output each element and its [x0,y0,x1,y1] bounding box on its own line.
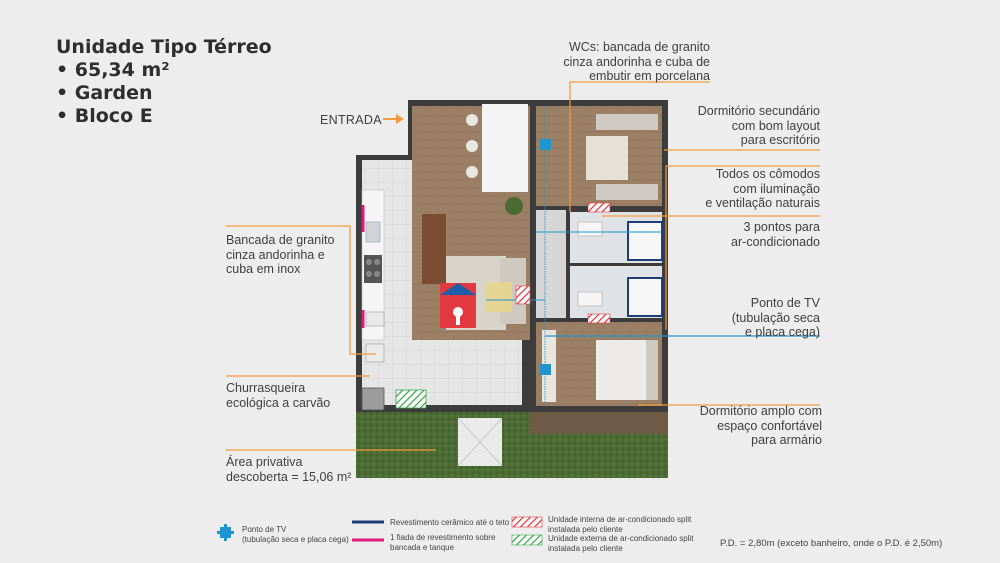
brand-logo-mark [440,283,476,328]
dining-bench [422,214,446,284]
legend-ac-internal-text: Unidade interna de ar-condicionado split… [548,515,692,534]
service-floor [362,340,522,405]
callout-dormitorio-secundario: Dormitório secundário com bom layout par… [697,104,820,147]
title-area: • 65,34 m² [56,59,170,81]
bbq [361,387,385,411]
legend-tv-text: Ponto de TV (tubulação seca e placa cega… [242,525,349,544]
legend-ac-external-text: Unidade externa de ar-condicionado split… [548,534,694,553]
callout-ar-condicionado: 3 pontos para ar-condicionado [731,220,820,249]
garden-deck [530,412,668,434]
callout-comodos: Todos os cômodos com iluminação e ventil… [705,167,820,210]
callout-ponto-tv: Ponto de TV (tubulação seca e placa cega… [731,296,820,339]
legend-ac-external-swatch [511,534,543,546]
unit-title: Unidade Tipo Térreo • 65,34 m² • Garden … [56,36,272,128]
entrance-label: ENTRADA [320,113,382,127]
legend-ac-internal-swatch [511,516,543,528]
legend-fiada-text: 1 fiada de revestimento sobre bancada e … [390,533,496,552]
callout-churrasqueira: Churrasqueira ecológica a carvão [226,381,331,410]
callout-area-privativa: Área privativa descoberta = 15,06 m² [226,455,352,484]
legend-ceramic-text: Revestimento cerâmico até o teto [390,518,510,527]
callout-bancada-cozinha: Bancada de granito cinza andorinha e cub… [226,233,335,276]
title-unit-type: Unidade Tipo Térreo [56,36,272,58]
legend-tv-icon [217,524,234,541]
ceiling-height-note: P.D. = 2,80m (exceto banheiro, onde o P.… [720,538,943,549]
callout-dormitorio-amplo: Dormitório amplo com espaço confortável … [699,404,822,447]
callout-wcs: WCs: bancada de granito cinza andorinha … [563,40,710,83]
title-garden: • Garden [56,82,153,104]
breakfast-bar [482,104,528,192]
title-block: • Bloco E [56,105,153,127]
